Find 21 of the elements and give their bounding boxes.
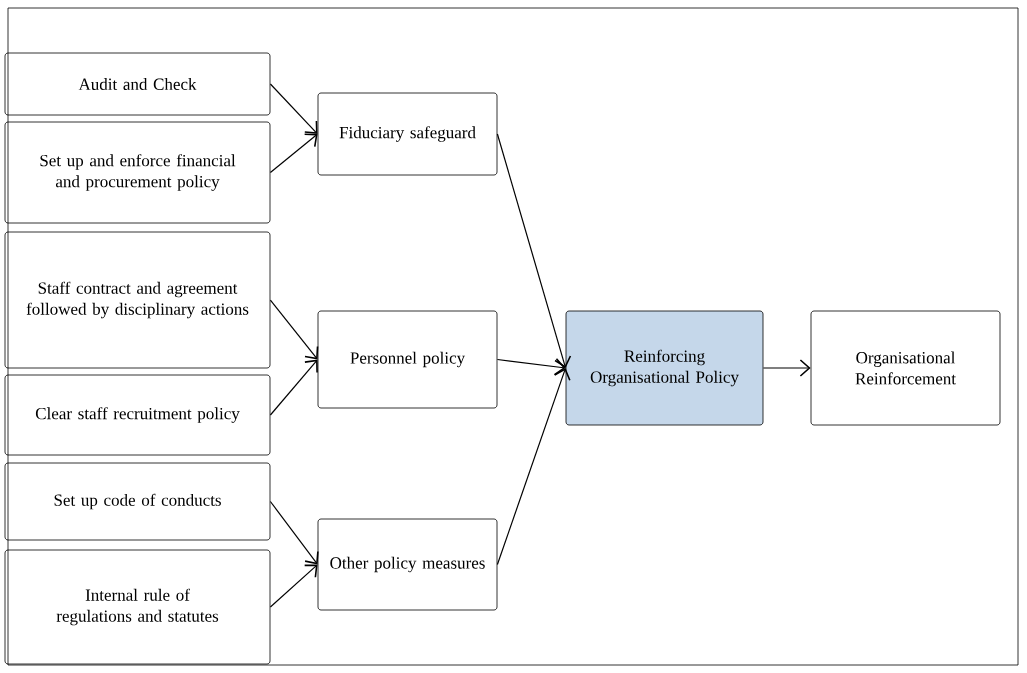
highlight-box: Reinforcing Organisational Policy bbox=[565, 310, 764, 426]
arrow bbox=[762, 359, 811, 377]
process-box: Personnel policy bbox=[317, 310, 498, 409]
arrow bbox=[496, 358, 566, 376]
process-box: Clear staff recruitment policy bbox=[4, 374, 271, 456]
process-box: Staff contract and agreement followed by disciplinary actions bbox=[4, 231, 271, 369]
process-box: Other policy measures bbox=[317, 518, 498, 611]
process-box: Internal rule of regulations and statutes bbox=[4, 549, 271, 665]
process-box: Audit and Check bbox=[4, 52, 271, 116]
process-box: Set up and enforce financial and procurement policy bbox=[4, 121, 271, 224]
arrow bbox=[496, 133, 572, 368]
process-box: Set up code of conducts bbox=[4, 462, 271, 541]
process-box: Organisational Reinforcement bbox=[810, 310, 1001, 426]
arrow bbox=[269, 299, 319, 360]
arrow bbox=[496, 368, 571, 566]
arrow bbox=[269, 359, 318, 416]
arrow bbox=[269, 564, 318, 608]
process-box: Fiduciary safeguard bbox=[317, 92, 498, 176]
arrow bbox=[269, 83, 318, 134]
arrow bbox=[269, 133, 318, 174]
arrow bbox=[269, 500, 319, 565]
